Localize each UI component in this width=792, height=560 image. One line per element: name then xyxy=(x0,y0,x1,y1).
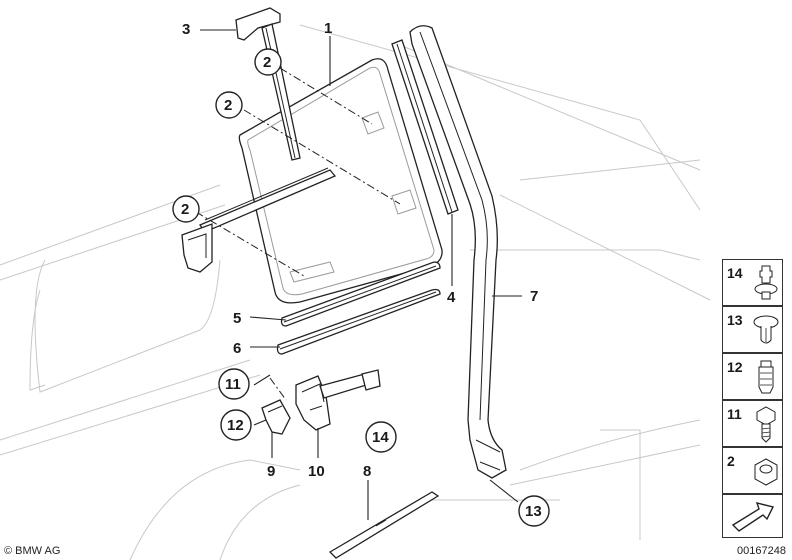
callout-2-top: 2 xyxy=(254,48,282,76)
svg-text:2: 2 xyxy=(181,201,189,218)
callout-3: 3 xyxy=(182,21,190,38)
belt-seal-inner xyxy=(280,261,441,327)
callout-2-middle: 2 xyxy=(215,91,243,119)
lower-window-channel xyxy=(181,167,337,273)
callout-13: 13 xyxy=(518,495,550,527)
window-seal-strip xyxy=(391,39,459,215)
leader-lines xyxy=(195,29,522,520)
svg-text:3: 3 xyxy=(182,21,190,38)
window-regulator xyxy=(295,369,381,431)
diagram-id: 00167248 xyxy=(737,545,786,557)
svg-text:9: 9 xyxy=(267,463,275,480)
navigation-arrow-box[interactable] xyxy=(722,494,783,538)
callout-14: 14 xyxy=(365,421,397,453)
svg-text:2: 2 xyxy=(224,97,232,114)
guide-rail xyxy=(235,7,301,161)
fastener-box-13: 13 xyxy=(722,306,783,353)
svg-text:6: 6 xyxy=(233,340,241,357)
callout-12: 12 xyxy=(220,409,252,441)
fastener-label-12: 12 xyxy=(727,359,743,375)
fastener-label-2: 2 xyxy=(727,453,735,469)
bottom-rail xyxy=(328,491,440,559)
svg-text:8: 8 xyxy=(363,463,371,480)
plastic-nut-icon xyxy=(758,360,774,394)
fastener-box-12: 12 xyxy=(722,353,783,400)
navigation-arrow-icon xyxy=(731,502,775,532)
hex-bolt-icon xyxy=(756,406,776,443)
svg-text:1: 1 xyxy=(324,20,332,37)
fastener-box-2: 2 xyxy=(722,447,783,494)
fastener-box-14: 14 xyxy=(722,259,783,306)
callout-4: 4 xyxy=(447,289,456,306)
svg-text:7: 7 xyxy=(530,288,538,305)
callout-2-lower: 2 xyxy=(172,195,200,223)
fastener-label-11: 11 xyxy=(727,406,742,422)
rivet-pin-icon xyxy=(754,265,778,300)
callout-5: 5 xyxy=(233,310,241,327)
expanding-rivet-icon xyxy=(753,315,779,344)
callout-6: 6 xyxy=(233,340,241,357)
belt-seal-outer xyxy=(276,288,441,355)
svg-text:10: 10 xyxy=(308,463,325,480)
callout-11: 11 xyxy=(218,368,250,400)
callout-1: 1 xyxy=(324,20,332,37)
fastener-box-11: 11 xyxy=(722,400,783,447)
callout-8: 8 xyxy=(363,463,371,480)
callout-10: 10 xyxy=(308,463,325,480)
copyright-text: © BMW AG xyxy=(4,545,61,557)
pillar-trim xyxy=(409,25,507,479)
retaining-clip xyxy=(261,399,291,435)
callout-7: 7 xyxy=(530,288,538,305)
fastener-label-14: 14 xyxy=(727,265,743,281)
svg-text:14: 14 xyxy=(372,429,389,446)
svg-text:2: 2 xyxy=(263,54,271,71)
vehicle-body-outline xyxy=(0,24,711,560)
svg-text:13: 13 xyxy=(525,503,542,520)
hex-nut-icon xyxy=(754,458,778,486)
svg-text:4: 4 xyxy=(447,289,456,306)
svg-text:12: 12 xyxy=(227,417,244,434)
svg-text:5: 5 xyxy=(233,310,241,327)
svg-text:11: 11 xyxy=(225,376,241,393)
fastener-label-13: 13 xyxy=(727,312,743,328)
callout-9: 9 xyxy=(267,463,275,480)
